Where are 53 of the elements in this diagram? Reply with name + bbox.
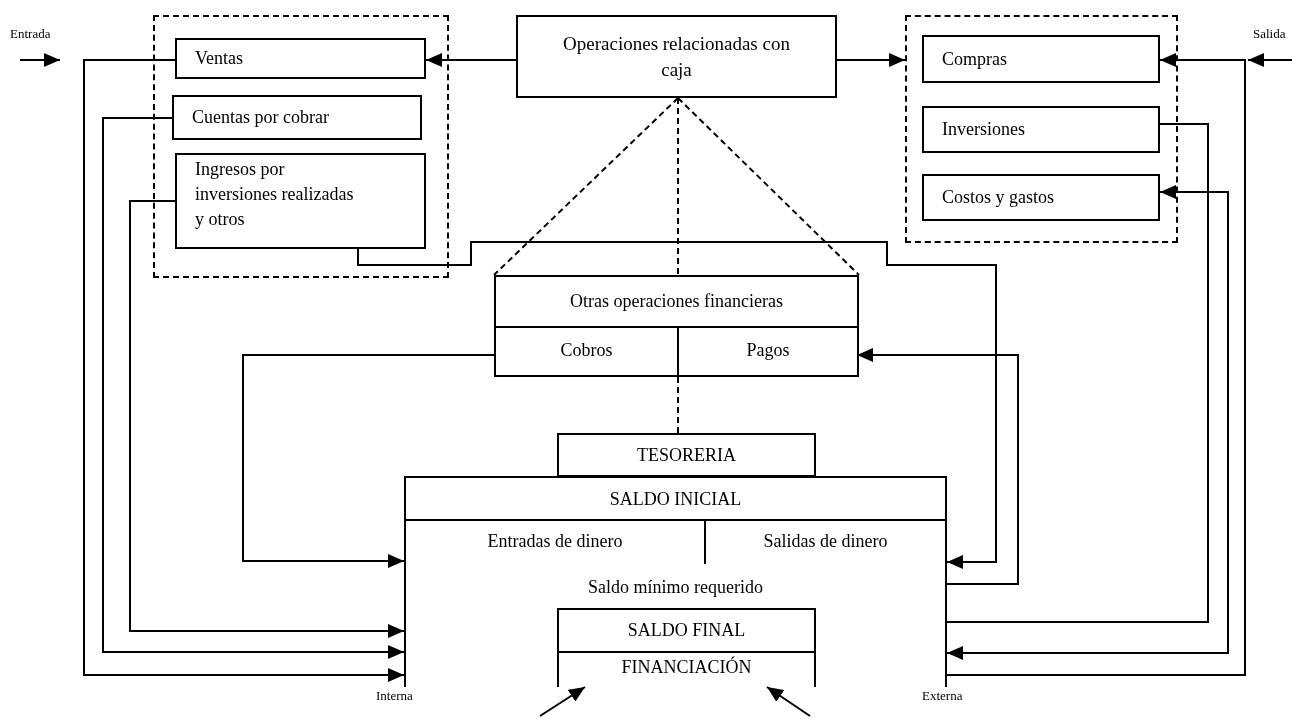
box-text: Ingresos por inversiones realizadas y otros	[195, 158, 355, 231]
process-box	[922, 174, 1160, 221]
arrow	[946, 185, 1229, 660]
box-text: SALDO FINAL	[626, 619, 747, 642]
box-text: Cobros	[559, 339, 614, 362]
treasury-box	[404, 476, 947, 687]
box-text: Pagos	[745, 339, 791, 362]
box-text: Salidas de dinero	[762, 530, 889, 553]
arrow	[425, 53, 517, 67]
arrow	[946, 53, 1246, 676]
box-text: Compras	[942, 47, 1007, 71]
dashed-group-box	[153, 15, 449, 278]
dashed-line	[677, 97, 679, 276]
box-text: Ventas	[195, 47, 243, 70]
arrow	[83, 59, 405, 682]
dashed-line	[493, 97, 679, 276]
box-text: Inversiones	[942, 118, 1025, 141]
arrow	[102, 117, 405, 659]
box-text: TESORERIA	[636, 443, 737, 467]
table-cell	[496, 326, 679, 375]
process-box	[175, 38, 426, 79]
arrow	[766, 686, 811, 717]
process-box	[922, 106, 1160, 153]
side-label: Interna	[376, 688, 413, 704]
box-note: Saldo mínimo requerido	[587, 576, 764, 599]
arrow	[242, 354, 497, 568]
box-text: Cuentas por cobrar	[192, 106, 329, 129]
process-box	[557, 433, 816, 477]
arrow	[836, 53, 906, 67]
box-text: Operaciones relacionadas con caja	[563, 32, 790, 82]
box-text: Costos y gastos	[942, 186, 1055, 209]
process-box	[516, 15, 837, 98]
dashed-line	[677, 376, 679, 434]
table-cell	[406, 519, 706, 564]
process-box	[922, 35, 1160, 83]
process-box	[172, 95, 422, 140]
side-label: Externa	[922, 688, 963, 704]
arrow	[539, 686, 586, 717]
box-text: FINANCIACIÓN	[620, 655, 753, 679]
arrow	[856, 348, 1019, 585]
arrow	[357, 241, 997, 569]
dashed-line	[677, 97, 860, 276]
box-text: SALDO INICIAL	[608, 488, 743, 511]
side-label: Entrada	[10, 26, 51, 42]
dashed-group-box	[905, 15, 1178, 243]
process-box	[175, 153, 426, 249]
box-text: Otras operaciones financieras	[569, 290, 784, 313]
process-box	[557, 653, 816, 687]
arrow	[129, 200, 405, 638]
table-box	[494, 275, 859, 377]
box-text: Entradas de dinero	[486, 530, 624, 553]
side-label: Salida	[1253, 26, 1286, 42]
process-box	[557, 608, 816, 653]
